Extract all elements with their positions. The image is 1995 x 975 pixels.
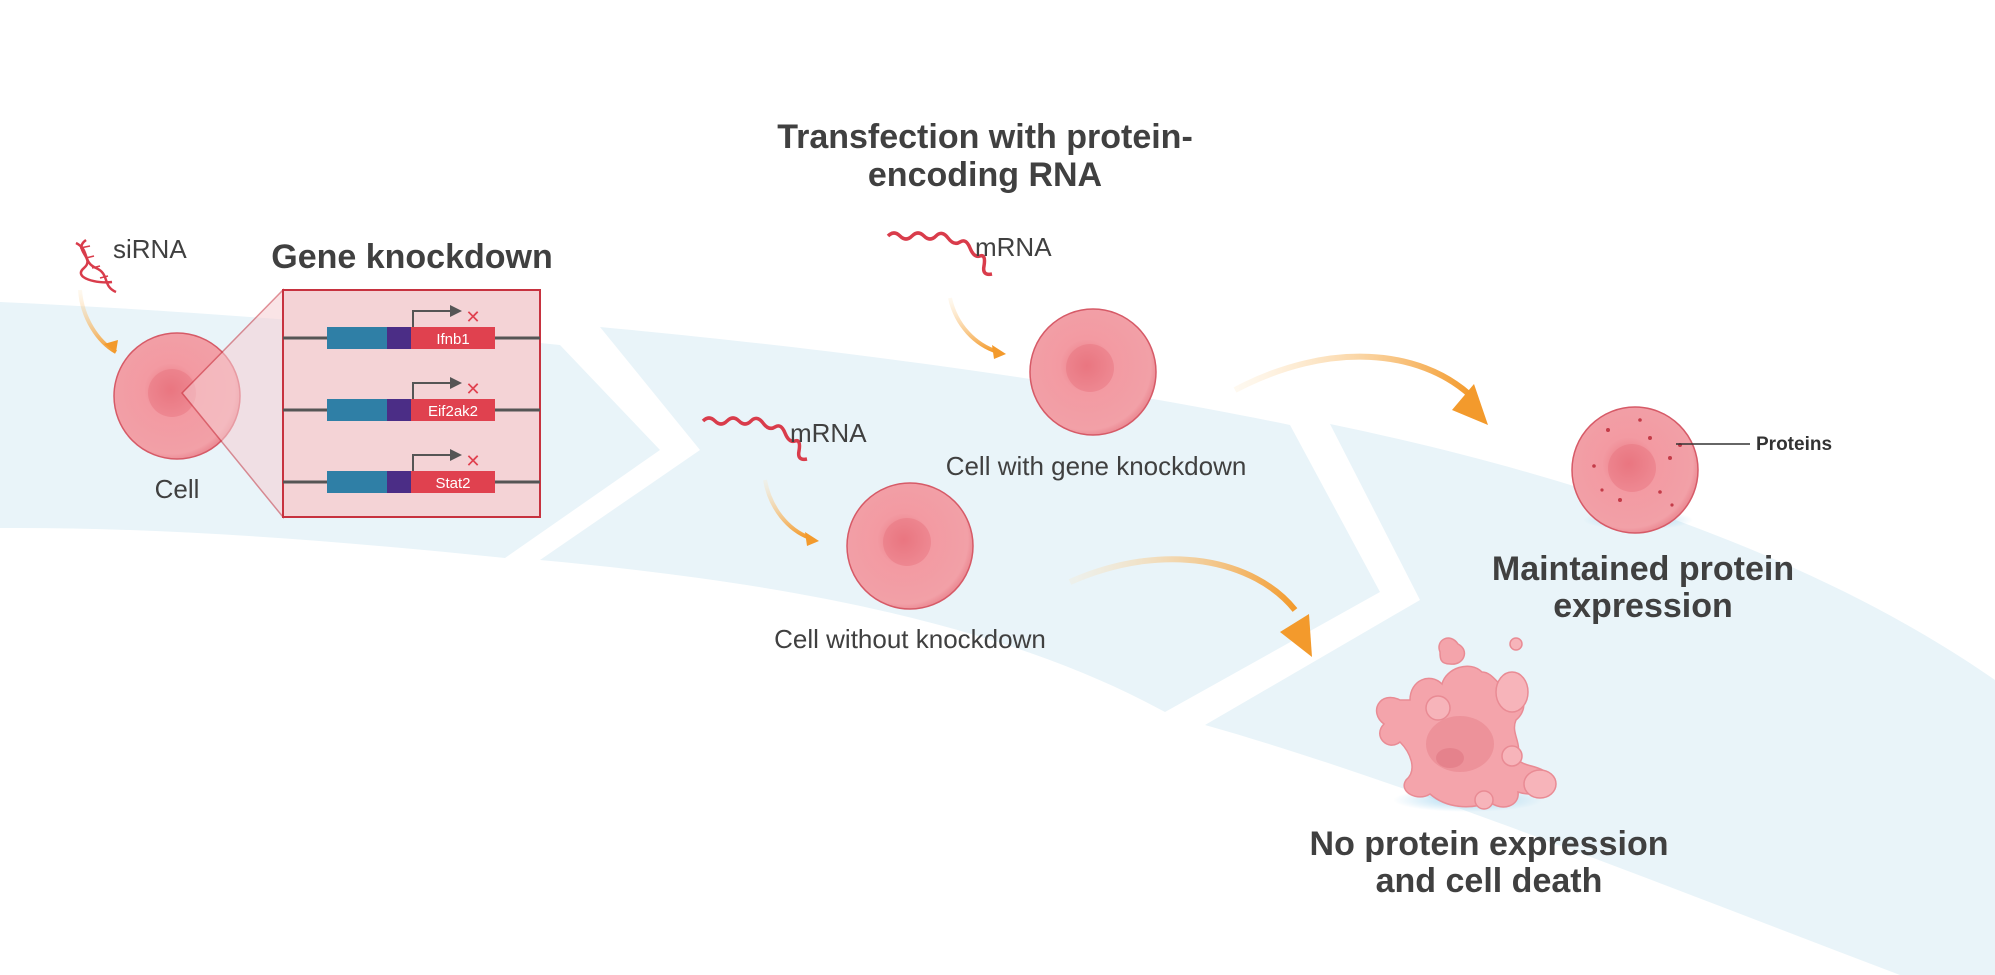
cell-label: Cell <box>155 474 200 504</box>
maintained-title-line1: Maintained protein <box>1492 550 1794 588</box>
mrna-top-arrowhead <box>992 345 1006 359</box>
cell-without-knockdown-label: Cell without knockdown <box>774 624 1046 654</box>
mrna-bottom-arrow <box>763 479 811 540</box>
sirna-arrowhead <box>104 340 118 352</box>
arrow-to-maintained <box>1233 353 1473 398</box>
gene-panel: ✕ Ifnb1 ✕ Eif2ak2 ✕ Stat2 <box>282 289 541 518</box>
arrowhead-to-maintained <box>1452 384 1488 425</box>
gene-label-ifnb1: Ifnb1 <box>436 331 469 348</box>
arrow-to-death <box>1068 556 1298 612</box>
dying-cell <box>1375 637 1557 812</box>
cell-with-proteins <box>1571 406 1699 534</box>
gene-row-1: ✕ Ifnb1 <box>283 305 540 349</box>
death-title-line1: No protein expression <box>1310 825 1669 863</box>
proteins-label: Proteins <box>1756 434 1832 455</box>
death-title-line2: and cell death <box>1376 862 1603 900</box>
band-segment-3 <box>1205 424 1995 975</box>
gene-row-3: ✕ Stat2 <box>283 449 540 493</box>
mrna-top-label: mRNA <box>975 232 1052 262</box>
gene-row-2: ✕ Eif2ak2 <box>283 377 540 421</box>
x-mark-icon: ✕ <box>465 451 480 472</box>
gene-label-eif2ak2: Eif2ak2 <box>428 403 478 420</box>
cell-with-knockdown <box>1029 308 1157 436</box>
mrna-top-arrow <box>948 297 999 354</box>
cell-with-knockdown-label: Cell with gene knockdown <box>946 451 1247 481</box>
sirna-arrow <box>78 289 118 354</box>
gene-label-stat2: Stat2 <box>435 475 470 492</box>
sirna-strand-icon <box>75 238 117 294</box>
maintained-title-line2: expression <box>1553 587 1733 625</box>
mrna-bottom-label: mRNA <box>790 418 867 448</box>
arrowhead-to-death <box>1280 614 1312 657</box>
mrna-bottom-strand-icon <box>701 416 808 462</box>
x-mark-icon: ✕ <box>465 307 480 328</box>
transfection-title-line2: encoding RNA <box>868 156 1102 194</box>
x-mark-icon: ✕ <box>465 379 480 400</box>
sirna-label: siRNA <box>113 234 187 264</box>
transfection-title-line1: Transfection with protein- <box>777 118 1193 156</box>
mrna-top-strand-icon <box>886 231 993 277</box>
gene-knockdown-title: Gene knockdown <box>271 238 553 276</box>
cell-without-knockdown <box>846 482 974 610</box>
mrna-bottom-arrowhead <box>805 532 819 546</box>
